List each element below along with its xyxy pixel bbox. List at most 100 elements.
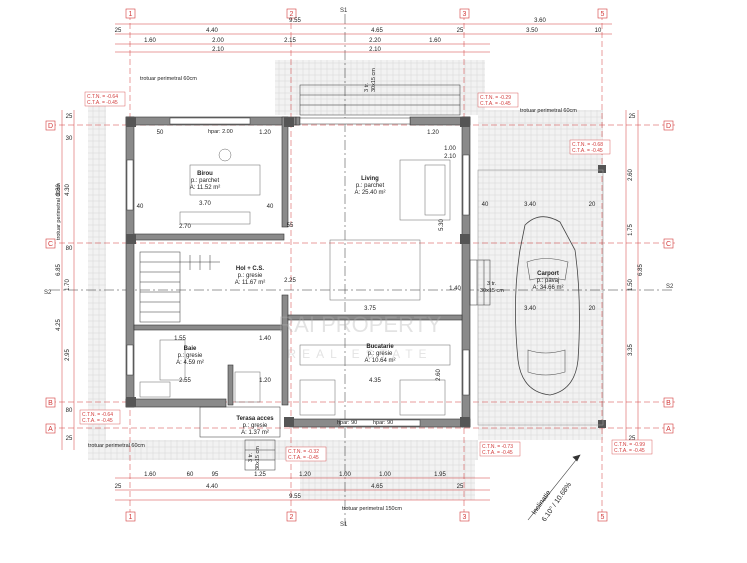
dim-bottom-r1-1: 60 [187,472,194,478]
dim-right-4: 1.50 [628,279,634,291]
room-floor-baie: p.: gresie [178,353,203,359]
level-2-cta: C.T.A. = -0.45 [480,101,511,107]
sidewalk-bottom-left-label: trotuar perimetral 60cm [88,443,145,449]
dim-left-1: 30 [66,136,73,142]
carport [477,169,604,426]
dim-top-carport: 3.60 [534,18,546,24]
dim-top-r4-1: 2.10 [369,47,381,53]
room-name-baie: Baie [184,346,197,352]
label-interior-dims-5: 40 [137,204,144,210]
grid-label-C-right: C [666,241,671,248]
dim-top-r3-4: 1.60 [429,38,441,44]
room-name-hol: Hol + C.S. [236,266,265,272]
room-name-carport: Carport [537,271,559,277]
sidewalk-top-label: trotuar perimetral 60cm [140,76,197,82]
level-4-ctn: C.T.N. = -0.64 [82,412,113,418]
room-floor-terasa: p.: gresie [243,423,268,429]
room-area-hol: A: 11.67 m² [235,280,266,286]
dim-bottom-r1-4: 1.20 [299,472,311,478]
watermark: RAI PROPERTY REAL ESTATE [278,312,442,361]
room-floor-living: p.: parchet [356,183,385,189]
dims-bottom: 1.60 60 95 1.25 1.20 1.00 1.00 1.95 25 4… [115,472,464,500]
label-interior-dims-2: 1.20 [427,130,439,136]
section-marker-s1-top: S1 [340,8,348,14]
dim-right-0: 25 [629,114,636,120]
furniture [139,148,451,416]
hparap-1: hpar: 2.00 [208,129,233,135]
wall-int-2 [133,233,285,241]
room-area-bucatarie: A: 10.64 m² [364,358,395,364]
room-area-birou: A: 11.52 m² [190,185,221,191]
sidewalk-left-label: trotuar perimetral 60cm [56,183,62,240]
grid-label-1-bottom: 1 [129,514,133,521]
wall-int-1 [281,116,289,228]
grid-label-D-left: D [48,123,53,130]
level-markers: C.T.N. = -0.64 C.T.A. = -0.45 C.T.N. = -… [79,91,653,462]
watermark-line1: RAI PROPERTY [278,312,442,337]
label-interior-dims-20: 1.00 [444,146,456,152]
room-area-carport: A: 34.66 m² [532,285,563,291]
dim-left-3: 3.30 [56,184,62,196]
level-1-ctn: C.T.N. = -0.64 [87,94,118,100]
dim-right-1: 6.85 [638,264,644,276]
room-name-birou: Birou [197,171,213,177]
label-interior-dims-15: 1.55 [174,336,186,342]
grid-bubbles: 1 2 3 5 1 2 3 5 D C B A D C B A [45,8,674,522]
dim-top-r3-3: 2.20 [369,38,381,44]
dim-top-r2-0: 25 [115,28,122,34]
dim-top-r2-2: 4.65 [371,28,383,34]
dims-right: 25 6.85 2.60 1.75 1.50 3.35 25 [628,114,644,442]
level-1-cta: C.T.A. = -0.45 [87,100,118,106]
level-6-cta: C.T.A. = -0.45 [482,450,513,456]
room-living: Living p.: parchet A: 25.40 m² [354,176,385,196]
dim-left-0: 25 [66,114,73,120]
label-interior-dims-13: 3.40 [524,306,536,312]
dim-top-r4-0: 2.10 [212,47,224,53]
stairs [139,251,220,323]
dim-left-2: 4.30 [65,184,71,196]
room-floor-carport: p.: pavaj [537,278,560,284]
dim-left-7: 4.25 [56,319,62,331]
grid-label-A-right: A [666,426,671,433]
dim-bottom-r2-0: 25 [115,484,122,490]
section-marker-s2-right: S2 [666,284,674,290]
dim-left-9: 80 [66,408,73,414]
dim-right-3: 1.75 [628,224,634,236]
watermark-line2: REAL ESTATE [287,347,432,361]
dim-left-6: 1.70 [65,279,71,291]
entry-steps [199,84,491,471]
interior-dims: 50 1.20 1.20 3.70 2.70 40 40 55 2.25 3.7… [137,130,596,384]
label-interior-dims-23: 5.30 [439,219,445,231]
dim-bottom-r2-2: 4.65 [371,484,383,490]
room-baie: Baie p.: gresie A: 4.59 m² [176,346,204,366]
dim-right-2: 2.60 [628,169,634,181]
grid-label-1-top: 1 [129,11,133,18]
dims-top: 9.55 3.60 25 4.40 4.65 25 3.50 10 1.60 2… [115,18,602,53]
dims-left: 25 30 4.30 3.30 6.85 80 1.70 4.25 2.95 8… [56,114,73,442]
level-6-ctn: C.T.N. = -0.73 [482,444,513,450]
level-2-ctn: C.T.N. = -0.29 [480,95,511,101]
level-4-cta: C.T.A. = -0.45 [82,418,113,424]
dim-left-8: 2.95 [65,349,71,361]
section-markers: S1 S1 S2 S2 [44,8,674,528]
label-interior-dims-14: 20 [589,306,596,312]
dim-bottom-r2-1: 4.40 [206,484,218,490]
label-interior-dims-17: 2.55 [179,378,191,384]
level-5-cta: C.T.A. = -0.45 [288,455,319,461]
label-interior-dims-22: 2.60 [436,369,442,381]
label-interior-dims-12: 20 [589,202,596,208]
grid-label-B-right: B [666,400,671,407]
sidewalk [88,60,603,500]
section-marker-s2-left: S2 [44,290,52,296]
label-interior-dims-6: 40 [267,204,274,210]
room-area-terasa: A: 1.37 m² [241,430,269,436]
grid-label-5-top: 5 [601,11,605,18]
dim-top-r2-1: 4.40 [206,28,218,34]
hparap-3: hpar: 90 [373,420,393,426]
room-name-bucatarie: Bucatarie [366,344,394,350]
room-name-terasa: Terasa acces [236,416,274,422]
grid-label-D-right: D [666,123,671,130]
dim-top-total: 9.55 [289,18,301,24]
slope-labels: Inclinatie 6.10° / 10.68% [531,481,573,523]
